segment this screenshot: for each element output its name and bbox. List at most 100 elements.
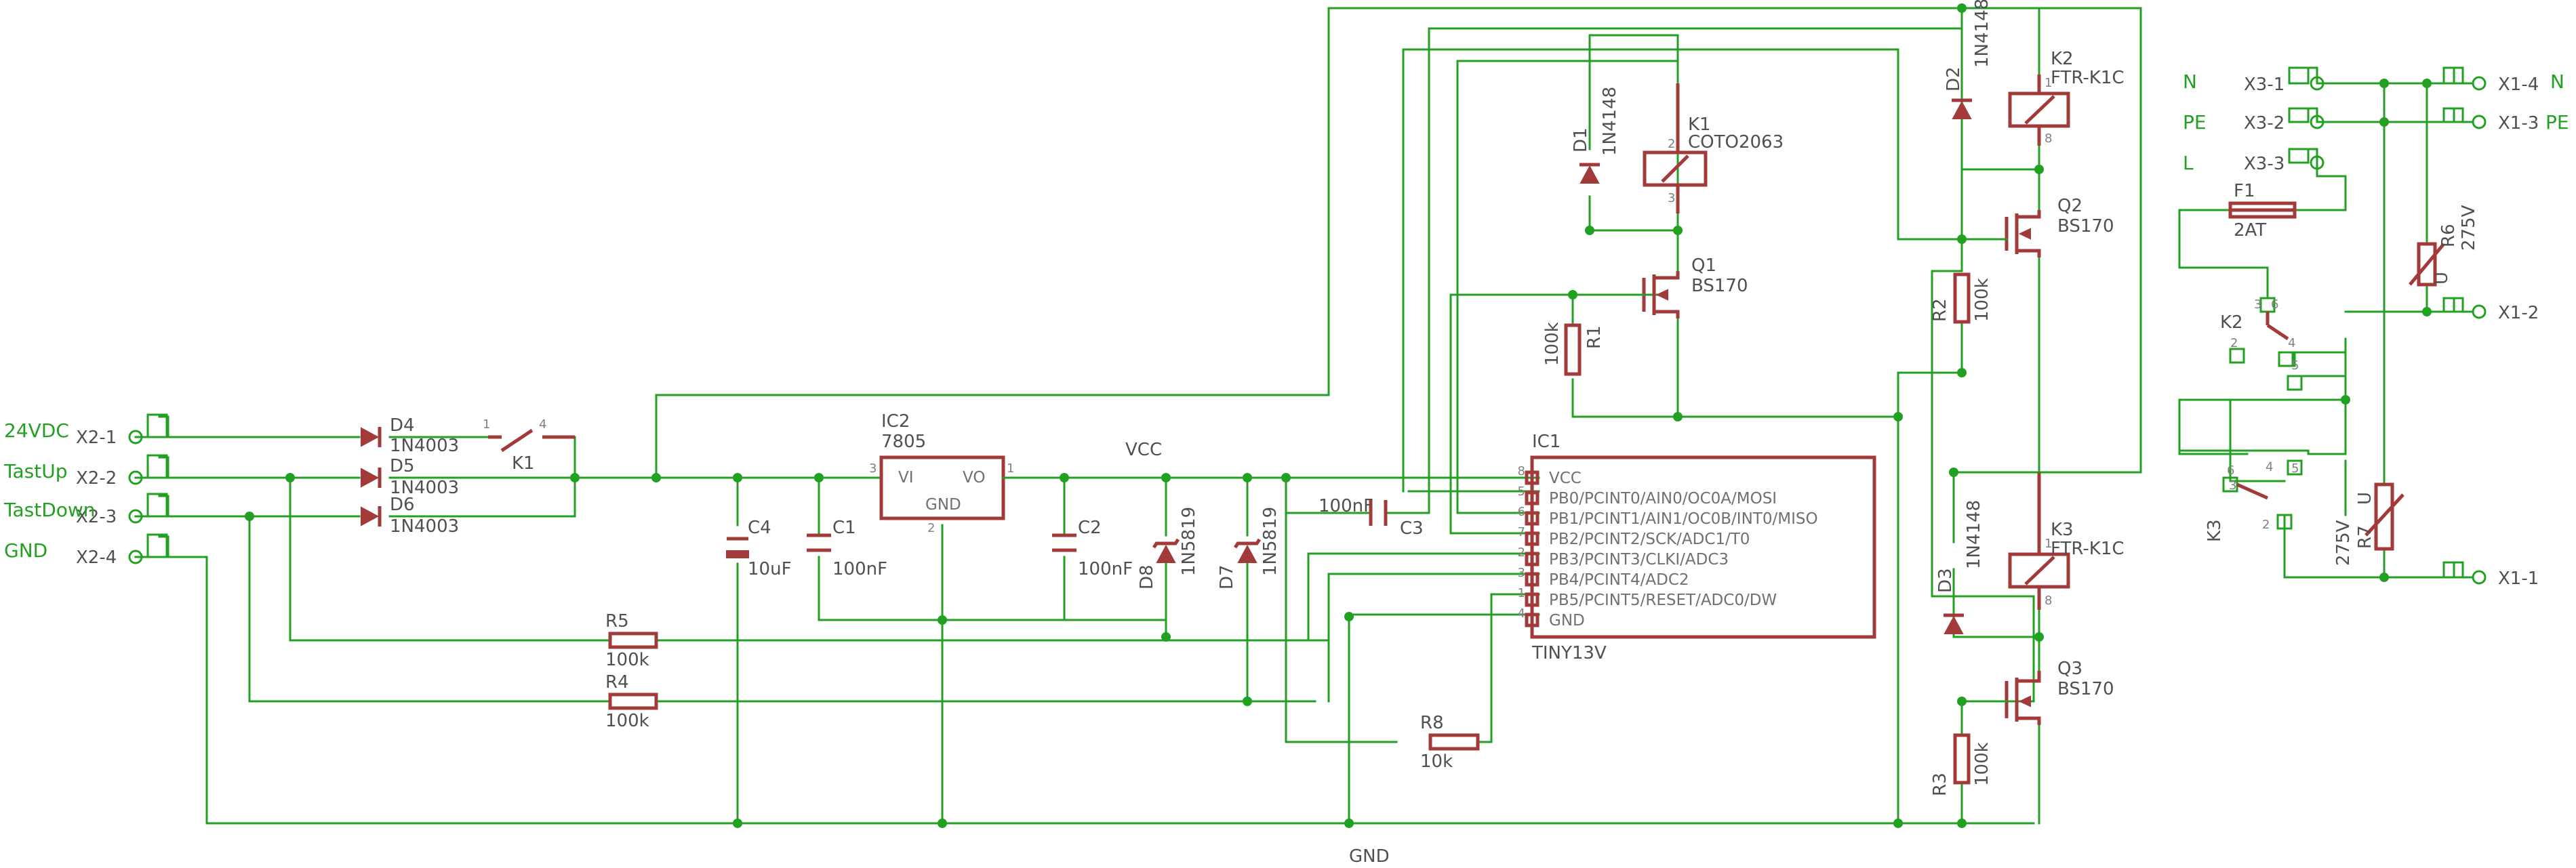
- svg-text:100nF: 100nF: [1078, 559, 1133, 579]
- x2-4-name: X2-4: [76, 547, 117, 568]
- mosfet-q1: Q1 BS170: [1571, 255, 1748, 318]
- x2-3-label: TastDown: [3, 499, 96, 521]
- svg-text:FTR-K1C: FTR-K1C: [2051, 539, 2125, 559]
- diode-d5: D5 1N4003: [361, 456, 459, 498]
- relay-k3-contact: 6 3 4 5 2 K3: [2205, 459, 2303, 542]
- svg-text:N: N: [2183, 70, 2197, 93]
- x2-2-name: X2-2: [76, 468, 117, 489]
- svg-text:C3: C3: [1400, 518, 1424, 539]
- ic1-pin-box: [1525, 531, 1539, 546]
- svg-text:3: 3: [869, 461, 877, 476]
- svg-text:C4: C4: [748, 518, 771, 538]
- connector-x1: X1-4 X1-3 X1-2 X1-1 N PE: [2442, 66, 2569, 589]
- ic1-pin-number: 4: [1518, 606, 1525, 621]
- svg-text:3: 3: [1668, 191, 1675, 205]
- svg-text:IC1: IC1: [1532, 432, 1561, 452]
- svg-text:8: 8: [2045, 131, 2052, 146]
- svg-text:C2: C2: [1078, 518, 1102, 538]
- capacitor-c1: C1 100nF: [807, 518, 887, 579]
- ic1-pin-label: PB4/PCINT4/ADC2: [1549, 571, 1689, 589]
- svg-text:1: 1: [1007, 461, 1014, 476]
- svg-text:2: 2: [1668, 137, 1675, 151]
- svg-text:Q2: Q2: [2057, 196, 2082, 216]
- svg-text:1: 1: [2045, 76, 2052, 90]
- svg-text:275V: 275V: [2459, 205, 2479, 251]
- resistor-r3: R3 100k: [1930, 733, 1992, 796]
- svg-text:K3: K3: [2051, 520, 2074, 540]
- svg-text:COTO2063: COTO2063: [1688, 132, 1784, 152]
- svg-text:R6: R6: [2438, 224, 2459, 247]
- svg-text:100nF: 100nF: [832, 559, 887, 579]
- relay-k3-coil: 1 8 K3 FTR-K1C: [2008, 472, 2125, 610]
- resistor-r8: R8 10k: [1420, 713, 1480, 772]
- svg-text:K2: K2: [2220, 312, 2243, 333]
- svg-text:U: U: [2355, 492, 2375, 505]
- svg-text:R4: R4: [605, 672, 629, 693]
- svg-text:X3-2: X3-2: [2244, 113, 2285, 133]
- svg-text:K2: K2: [2051, 49, 2074, 69]
- ic1-pin-number: 5: [1518, 484, 1525, 499]
- svg-text:3: 3: [2229, 478, 2236, 493]
- connector-x3: X3-1 X3-2 X3-3 N PE L: [2183, 66, 2325, 174]
- svg-text:1: 1: [2045, 537, 2052, 551]
- relay-k2-coil: 1 8 K2 FTR-K1C: [2008, 49, 2125, 146]
- svg-text:D4: D4: [390, 415, 415, 436]
- x2-2-label: TastUp: [3, 460, 67, 482]
- ic1-pin-label: PB3/PCINT3/CLKI/ADC3: [1549, 551, 1729, 569]
- diode-d7: D7 1N5819: [1217, 507, 1281, 590]
- ic1-pin-number: 2: [1518, 545, 1525, 560]
- svg-text:3: 3: [2254, 297, 2261, 312]
- svg-text:4: 4: [2288, 336, 2295, 350]
- svg-text:X1-1: X1-1: [2498, 569, 2539, 589]
- ic1-pin-box: [1525, 572, 1539, 587]
- svg-text:BS170: BS170: [1691, 276, 1748, 296]
- x2-4-label: GND: [4, 539, 47, 562]
- svg-text:D1: D1: [1571, 127, 1591, 152]
- vcc-label: VCC: [1125, 440, 1162, 460]
- x2-1-pad: [128, 430, 143, 445]
- svg-text:R7: R7: [2355, 525, 2375, 549]
- ic1-pin-box: [1525, 470, 1539, 485]
- diode-d1: D1 1N4148: [1571, 87, 1620, 184]
- svg-text:R3: R3: [1930, 772, 1950, 796]
- ic1-pin-label: VCC: [1549, 470, 1582, 487]
- svg-text:D5: D5: [390, 456, 415, 476]
- fuse-f1: F1 2AT: [2228, 181, 2297, 241]
- svg-text:X3-1: X3-1: [2244, 75, 2285, 95]
- svg-text:D3: D3: [1935, 568, 1956, 593]
- svg-text:1N4148: 1N4148: [1972, 0, 1992, 68]
- svg-text:K3: K3: [2205, 519, 2225, 542]
- svg-text:D2: D2: [1944, 66, 1964, 91]
- svg-text:10uF: 10uF: [748, 559, 792, 579]
- capacitor-c3: C3 100nF: [1319, 496, 1424, 539]
- svg-text:1N4148: 1N4148: [1600, 87, 1620, 156]
- svg-text:GND: GND: [925, 496, 961, 514]
- regulator-ic2: VI VO GND 3 1 2 IC2 7805: [869, 411, 1066, 535]
- svg-text:FTR-K1C: FTR-K1C: [2051, 68, 2125, 88]
- svg-text:PE: PE: [2545, 111, 2569, 133]
- x2-4-pad: [128, 550, 143, 564]
- svg-text:VO: VO: [963, 469, 985, 487]
- ic1-pin-label: GND: [1549, 612, 1585, 629]
- svg-text:1N4003: 1N4003: [390, 436, 459, 456]
- svg-text:1N4003: 1N4003: [390, 516, 459, 537]
- svg-text:N: N: [2550, 70, 2564, 93]
- resistor-r4: R4 100k: [605, 672, 658, 731]
- varistor-r6: R6 275V U: [2409, 205, 2479, 287]
- svg-text:2: 2: [2230, 336, 2238, 350]
- svg-text:L: L: [2183, 152, 2194, 174]
- ic1-pin-label: PB0/PCINT0/AIN0/OC0A/MOSI: [1549, 490, 1777, 508]
- diode-d8: D8 1N5819: [1137, 507, 1199, 590]
- svg-text:IC2: IC2: [881, 411, 910, 432]
- svg-text:X1-4: X1-4: [2498, 75, 2539, 95]
- svg-text:X1-2: X1-2: [2498, 303, 2539, 323]
- svg-text:Q1: Q1: [1691, 255, 1716, 276]
- svg-text:Q3: Q3: [2057, 659, 2082, 679]
- diode-d6: D6 1N4003: [361, 495, 459, 537]
- x2-2-pad: [128, 470, 143, 485]
- svg-text:1N4148: 1N4148: [1964, 500, 1984, 569]
- svg-text:2AT: 2AT: [2234, 220, 2266, 241]
- svg-text:D6: D6: [390, 495, 415, 515]
- svg-text:TINY13V: TINY13V: [1531, 643, 1607, 663]
